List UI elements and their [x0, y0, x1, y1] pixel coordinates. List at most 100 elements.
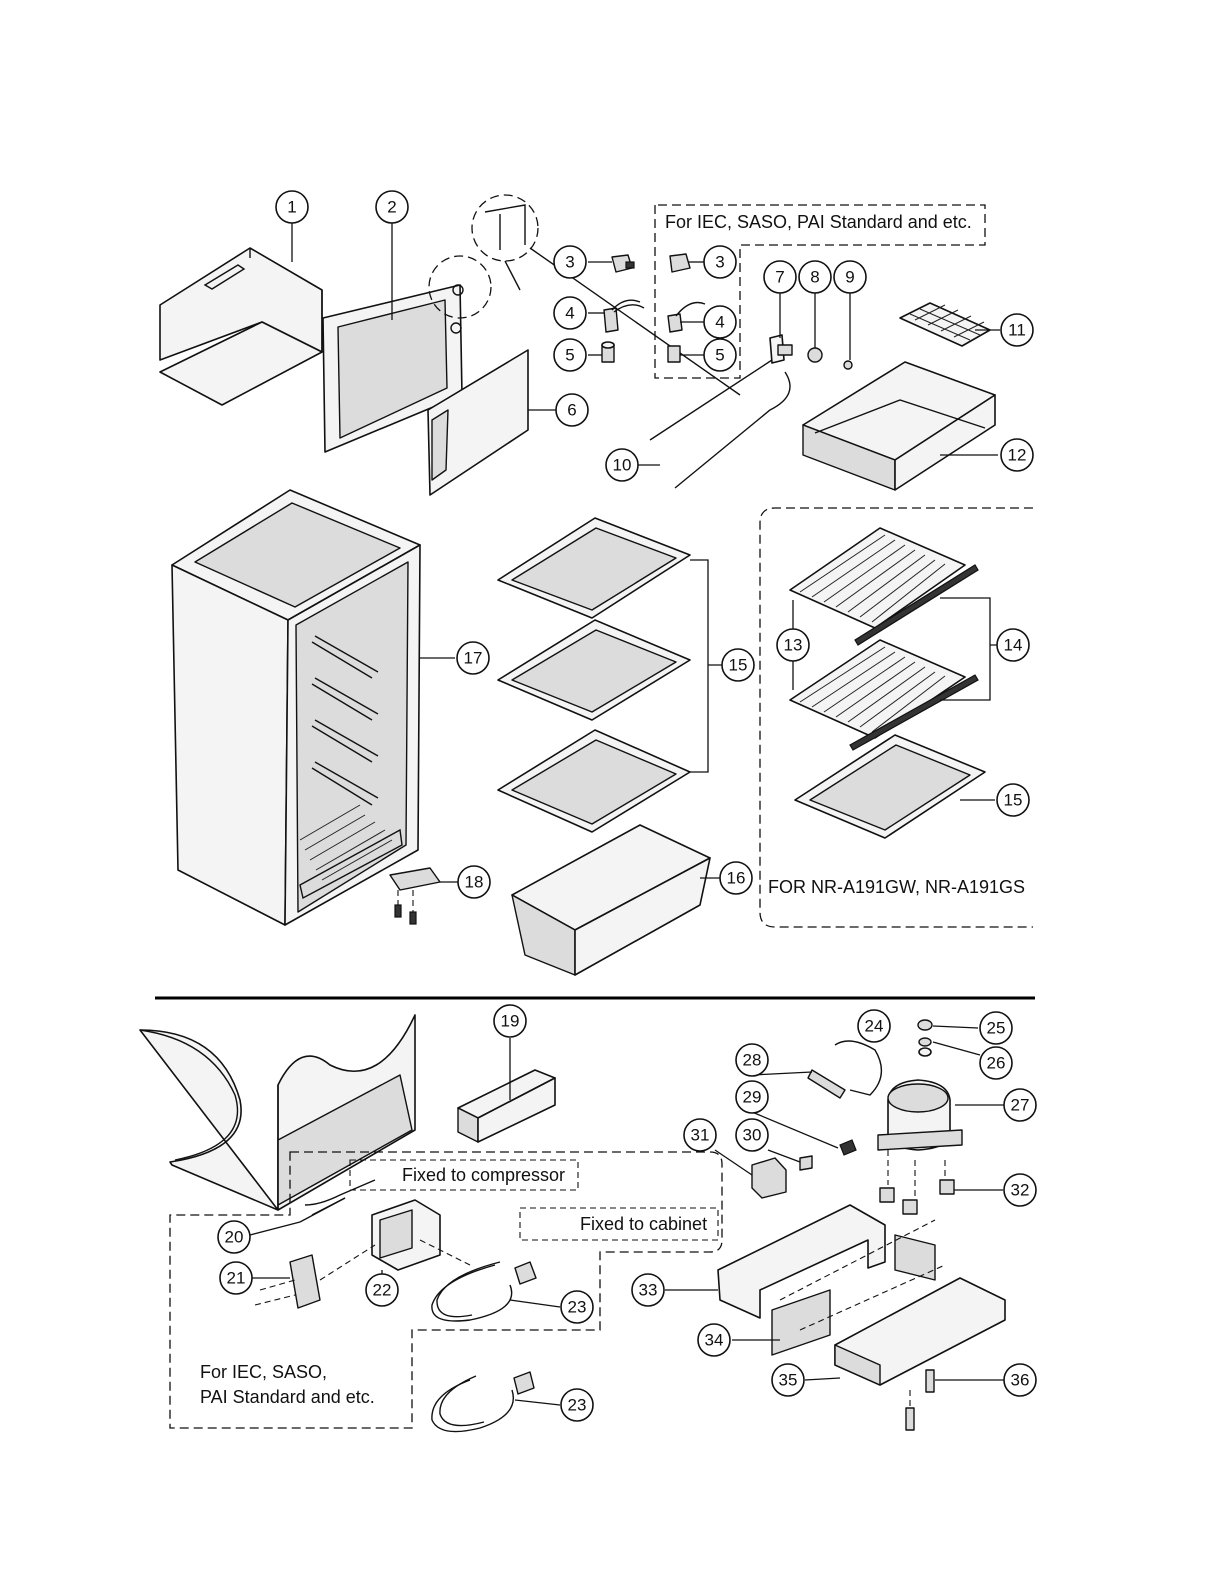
svg-text:26: 26 [987, 1054, 1006, 1073]
svg-text:30: 30 [743, 1126, 762, 1145]
callout-24: 24 [858, 1010, 890, 1042]
callout-17: 17 [457, 642, 489, 674]
base-assembly [718, 1205, 1005, 1430]
callout-15a: 15 [722, 649, 754, 681]
callout-13: 13 [777, 629, 809, 661]
model-note: FOR NR-A191GW, NR-A191GS [768, 877, 1025, 897]
svg-text:9: 9 [845, 268, 854, 287]
callout-1: 1 [276, 191, 308, 223]
svg-text:36: 36 [1011, 1371, 1030, 1390]
svg-text:35: 35 [779, 1371, 798, 1390]
callout-9: 9 [834, 261, 866, 293]
callout-3b: 3 [704, 246, 736, 278]
svg-text:1: 1 [287, 198, 296, 217]
part-18-hinge [390, 868, 440, 924]
svg-text:24: 24 [865, 1017, 884, 1036]
svg-text:28: 28 [743, 1051, 762, 1070]
svg-text:14: 14 [1004, 636, 1023, 655]
svg-text:11: 11 [1008, 321, 1026, 340]
svg-text:32: 32 [1011, 1181, 1030, 1200]
callout-23b: 23 [561, 1389, 593, 1421]
svg-text:4: 4 [715, 313, 724, 332]
callout-28: 28 [736, 1044, 768, 1076]
svg-text:22: 22 [373, 1281, 392, 1300]
part-1-evaporator-cover [160, 248, 322, 405]
svg-text:31: 31 [691, 1126, 710, 1145]
callout-31: 31 [684, 1119, 716, 1151]
svg-text:8: 8 [810, 268, 819, 287]
callout-29: 29 [736, 1081, 768, 1113]
callout-14: 14 [997, 629, 1029, 661]
svg-text:20: 20 [225, 1228, 244, 1247]
svg-text:7: 7 [775, 268, 784, 287]
part-19-door-basket [458, 1070, 555, 1142]
part-17-cabinet [172, 490, 420, 925]
callout-26: 26 [980, 1047, 1012, 1079]
part-31-relay [752, 1158, 786, 1198]
callout-18: 18 [458, 866, 490, 898]
callout-6: 6 [556, 394, 588, 426]
iec-bottom-note-line2: PAI Standard and etc. [200, 1387, 375, 1407]
callout-22: 22 [366, 1274, 398, 1306]
callout-12: 12 [1001, 439, 1033, 471]
callout-5b: 5 [704, 339, 736, 371]
svg-text:5: 5 [715, 346, 724, 365]
svg-text:29: 29 [743, 1088, 762, 1107]
svg-text:13: 13 [784, 636, 803, 655]
part-16-vegetable-bin [512, 825, 710, 975]
callout-3a: 3 [554, 246, 586, 278]
svg-text:23: 23 [568, 1298, 587, 1317]
callout-35: 35 [772, 1364, 804, 1396]
svg-text:25: 25 [987, 1019, 1006, 1038]
callout-27: 27 [1004, 1089, 1036, 1121]
callout-10: 10 [606, 449, 638, 481]
part-12-freezer-tray [803, 362, 995, 490]
part-23-power-cords [432, 1262, 536, 1432]
small-switch-parts [602, 254, 705, 362]
callout-16: 16 [720, 862, 752, 894]
svg-text:23: 23 [568, 1396, 587, 1415]
callout-30: 30 [736, 1119, 768, 1151]
callout-8: 8 [799, 261, 831, 293]
part-15-shelf-variant [795, 735, 985, 838]
svg-text:19: 19 [501, 1012, 520, 1031]
callout-36: 36 [1004, 1364, 1036, 1396]
callout-33: 33 [632, 1274, 664, 1306]
callout-20: 20 [218, 1221, 250, 1253]
svg-text:2: 2 [387, 198, 396, 217]
callout-23a: 23 [561, 1291, 593, 1323]
svg-text:4: 4 [565, 304, 574, 323]
svg-text:27: 27 [1011, 1096, 1030, 1115]
callout-7: 7 [764, 261, 796, 293]
part-15-glass-shelves [498, 518, 722, 832]
iec-bottom-note-line1: For IEC, SASO, [200, 1362, 327, 1382]
callout-4b: 4 [704, 306, 736, 338]
iec-top-note: For IEC, SASO, PAI Standard and etc. [665, 212, 972, 232]
svg-text:21: 21 [227, 1269, 246, 1288]
callout-4a: 4 [554, 297, 586, 329]
callout-21: 21 [220, 1262, 252, 1294]
svg-text:33: 33 [639, 1281, 658, 1300]
part-11-ice-tray [900, 303, 990, 346]
svg-text:34: 34 [705, 1331, 724, 1350]
svg-text:3: 3 [715, 253, 724, 272]
callout-32: 32 [1004, 1174, 1036, 1206]
svg-text:16: 16 [727, 869, 746, 888]
compressor-note: Fixed to compressor [402, 1165, 565, 1185]
callout-34: 34 [698, 1324, 730, 1356]
cabinet-note: Fixed to cabinet [580, 1214, 707, 1234]
svg-text:5: 5 [565, 346, 574, 365]
svg-text:10: 10 [613, 456, 632, 475]
svg-text:15: 15 [729, 656, 748, 675]
callout-11: 11 [1001, 314, 1033, 346]
compressor-assembly [800, 1020, 962, 1214]
svg-text:12: 12 [1008, 446, 1027, 465]
svg-text:15: 15 [1004, 791, 1023, 810]
callout-2: 2 [376, 191, 408, 223]
svg-text:18: 18 [465, 873, 484, 892]
callout-5a: 5 [554, 339, 586, 371]
callout-19: 19 [494, 1005, 526, 1037]
svg-text:3: 3 [565, 253, 574, 272]
